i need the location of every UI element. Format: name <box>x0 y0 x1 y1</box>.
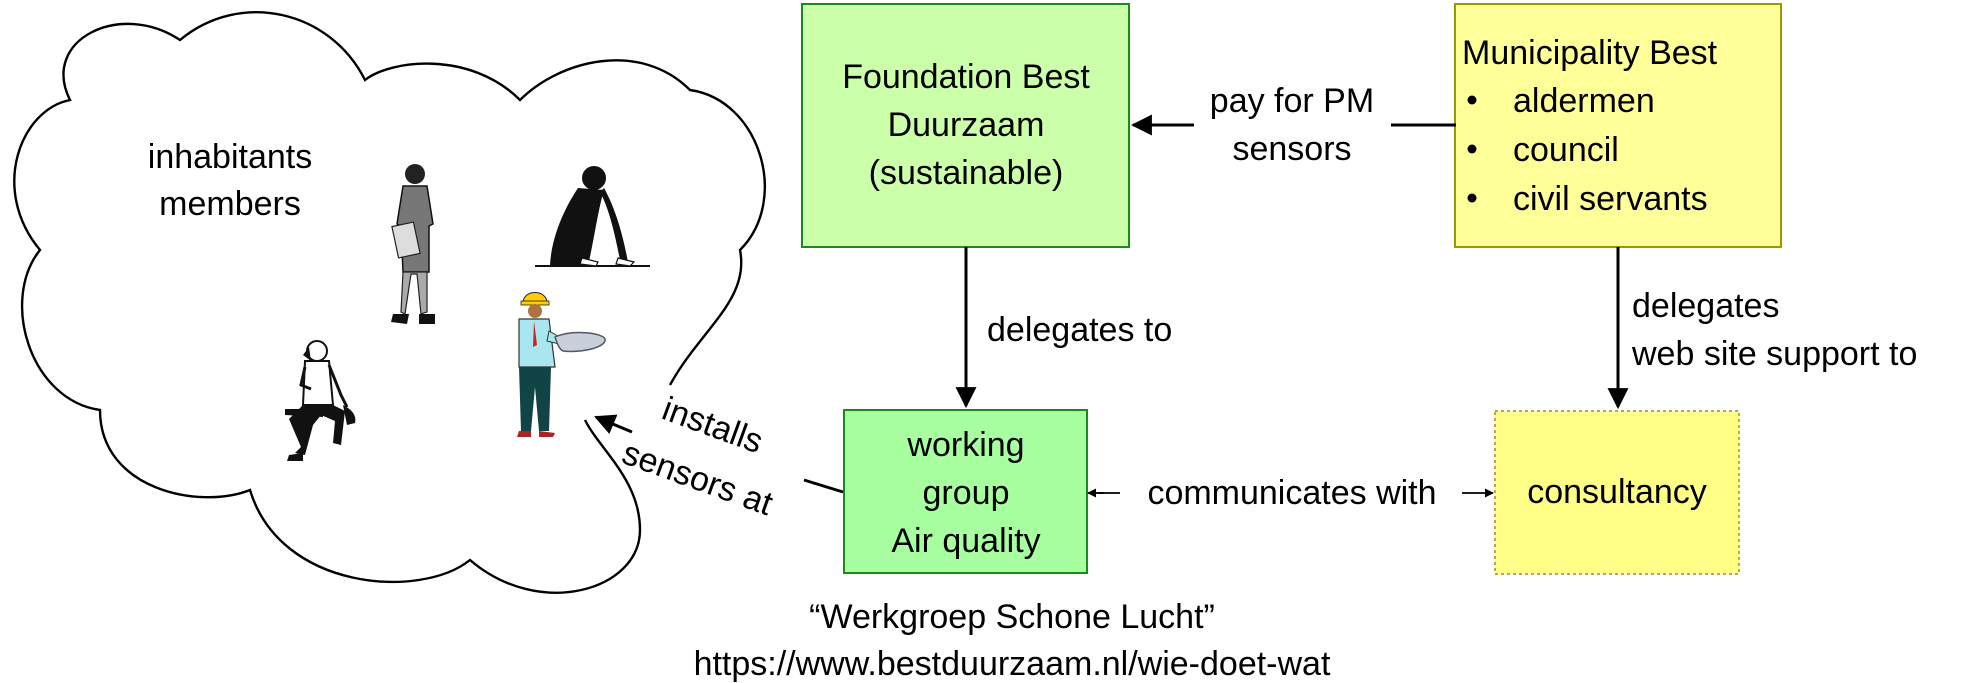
foundation-line3: (sustainable) <box>869 154 1064 192</box>
working-group-line1: working <box>906 426 1024 464</box>
working-group-line2: group <box>923 474 1010 512</box>
consultancy-box: consultancy <box>1494 410 1740 575</box>
foundation-line2: Duurzaam <box>888 106 1045 144</box>
inhabitants-cloud: inhabitants members <box>13 11 766 594</box>
pay-label-line1: pay for PM <box>1210 82 1374 120</box>
working-group-line3: Air quality <box>891 522 1040 560</box>
foundation-rect <box>801 3 1130 248</box>
caption-group-name: “Werkgroep Schone Lucht” <box>809 598 1215 636</box>
hardhat-worker-icon <box>517 292 606 437</box>
consultancy-label: consultancy <box>1527 473 1707 511</box>
cloud-label-line2: members <box>159 185 301 223</box>
cloud-shape <box>13 11 766 594</box>
municipality-box: Municipality Best aldermen council civil… <box>1454 3 1782 248</box>
delegates-label-line1: delegates <box>1632 287 1779 325</box>
standing-man-icon <box>391 164 435 324</box>
pay-arrow: pay for PM sensors <box>1130 82 1456 168</box>
delegates-label-line2: web site support to <box>1631 335 1917 373</box>
communicates-label: communicates with <box>1147 474 1436 512</box>
bullet-icon <box>1467 193 1477 203</box>
leaning-man-icon <box>535 166 650 267</box>
municipality-item-aldermen: aldermen <box>1513 82 1655 120</box>
municipality-rect <box>1454 3 1782 248</box>
caption-url: https://www.bestduurzaam.nl/wie-doet-wat <box>694 645 1331 683</box>
delegates-to-label: delegates to <box>987 311 1172 349</box>
foundation-box: Foundation Best Duurzaam (sustainable) <box>801 3 1130 248</box>
communicates-arrow: communicates with <box>1087 474 1494 512</box>
municipality-title: Municipality Best <box>1462 34 1718 72</box>
delegates-arrow: delegates to <box>955 247 1172 409</box>
working-group-box: working group Air quality <box>843 409 1088 574</box>
working-group-rect <box>843 409 1088 574</box>
bullet-icon <box>1467 144 1477 154</box>
consultancy-rect <box>1494 410 1740 575</box>
municipality-item-civil-servants: civil servants <box>1513 180 1708 218</box>
sitting-man-phone-icon <box>285 340 356 461</box>
delegates-website-arrow: delegates web site support to <box>1607 247 1917 410</box>
bullet-icon <box>1467 95 1477 105</box>
foundation-line1: Foundation Best <box>842 58 1090 96</box>
cloud-label-line1: inhabitants <box>148 138 312 176</box>
pay-label-line2: sensors <box>1232 130 1351 168</box>
municipality-item-council: council <box>1513 131 1619 169</box>
